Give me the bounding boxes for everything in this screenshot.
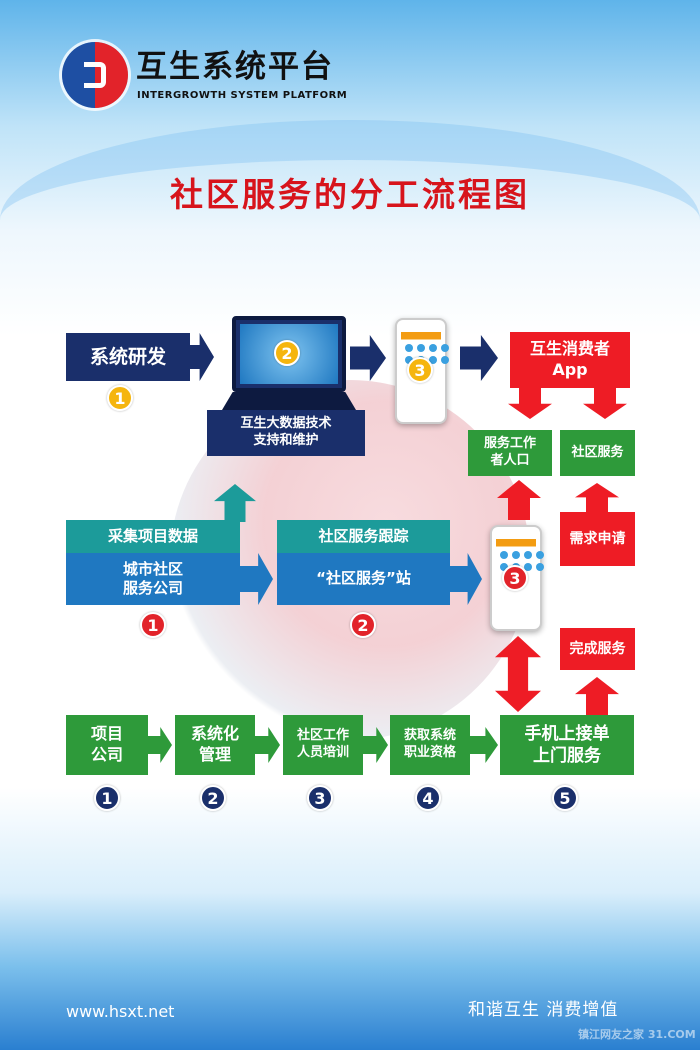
step-badge: 1 xyxy=(94,785,120,811)
step-badge: 3 xyxy=(502,565,528,591)
watermark: 镇江网友之家 31.COM xyxy=(578,1028,696,1041)
bigdata-support-label: 互生大数据技术 支持和维护 xyxy=(207,410,365,456)
service-tracking-box: 社区服务跟踪 xyxy=(277,520,450,553)
step-qualification: 获取系统 职业资格 xyxy=(390,715,470,775)
collect-data-box: 采集项目数据 xyxy=(66,520,240,553)
step-systematic-management: 系统化 管理 xyxy=(175,715,255,775)
laptop-icon xyxy=(232,316,346,392)
arrow-down-icon xyxy=(583,385,627,419)
community-company-box: 城市社区 服务公司 xyxy=(66,553,240,605)
arrow-up-icon xyxy=(575,483,619,515)
website-link[interactable]: www.hsxt.net xyxy=(66,1002,175,1021)
community-service-box: 社区服务 xyxy=(560,430,635,476)
service-done-box: 完成服务 xyxy=(560,628,635,670)
laptop-keyboard-icon xyxy=(222,392,356,410)
arrow-right-icon xyxy=(460,335,498,381)
arrow-right-icon xyxy=(470,727,498,763)
step-mobile-orders: 手机上接单 上门服务 xyxy=(500,715,634,775)
system-rd-box: 系统研发 xyxy=(66,333,190,381)
step-badge: 2 xyxy=(274,340,300,366)
worker-entry-box: 服务工作 者人口 xyxy=(468,430,552,476)
service-station-box: “社区服务”站 xyxy=(277,553,450,605)
page-title: 社区服务的分工流程图 xyxy=(170,175,530,214)
brand-subtitle: INTERGROWTH SYSTEM PLATFORM xyxy=(137,90,348,101)
brand-name: 互生系统平台 xyxy=(136,49,334,85)
brand-logo-icon xyxy=(62,42,128,108)
step-badge: 4 xyxy=(415,785,441,811)
arrow-right-icon xyxy=(350,335,386,381)
step-badge: 3 xyxy=(307,785,333,811)
step-badge: 3 xyxy=(407,357,433,383)
demand-request-box: 需求申请 xyxy=(560,512,635,566)
arrow-right-icon xyxy=(254,727,280,763)
step-project-company: 项目 公司 xyxy=(66,715,148,775)
step-badge: 2 xyxy=(200,785,226,811)
step-staff-training: 社区工作 人员培训 xyxy=(283,715,363,775)
step-badge: 1 xyxy=(140,612,166,638)
step-badge: 1 xyxy=(107,385,133,411)
arrow-right-icon xyxy=(146,727,172,763)
slogan: 和谐互生 消费增值 xyxy=(468,1000,619,1020)
background-arc xyxy=(0,120,700,320)
consumer-app-box: 互生消费者 App xyxy=(510,332,630,388)
step-badge: 5 xyxy=(552,785,578,811)
arrow-down-icon xyxy=(508,385,552,419)
step-badge: 2 xyxy=(350,612,376,638)
arrow-up-icon xyxy=(575,677,619,715)
